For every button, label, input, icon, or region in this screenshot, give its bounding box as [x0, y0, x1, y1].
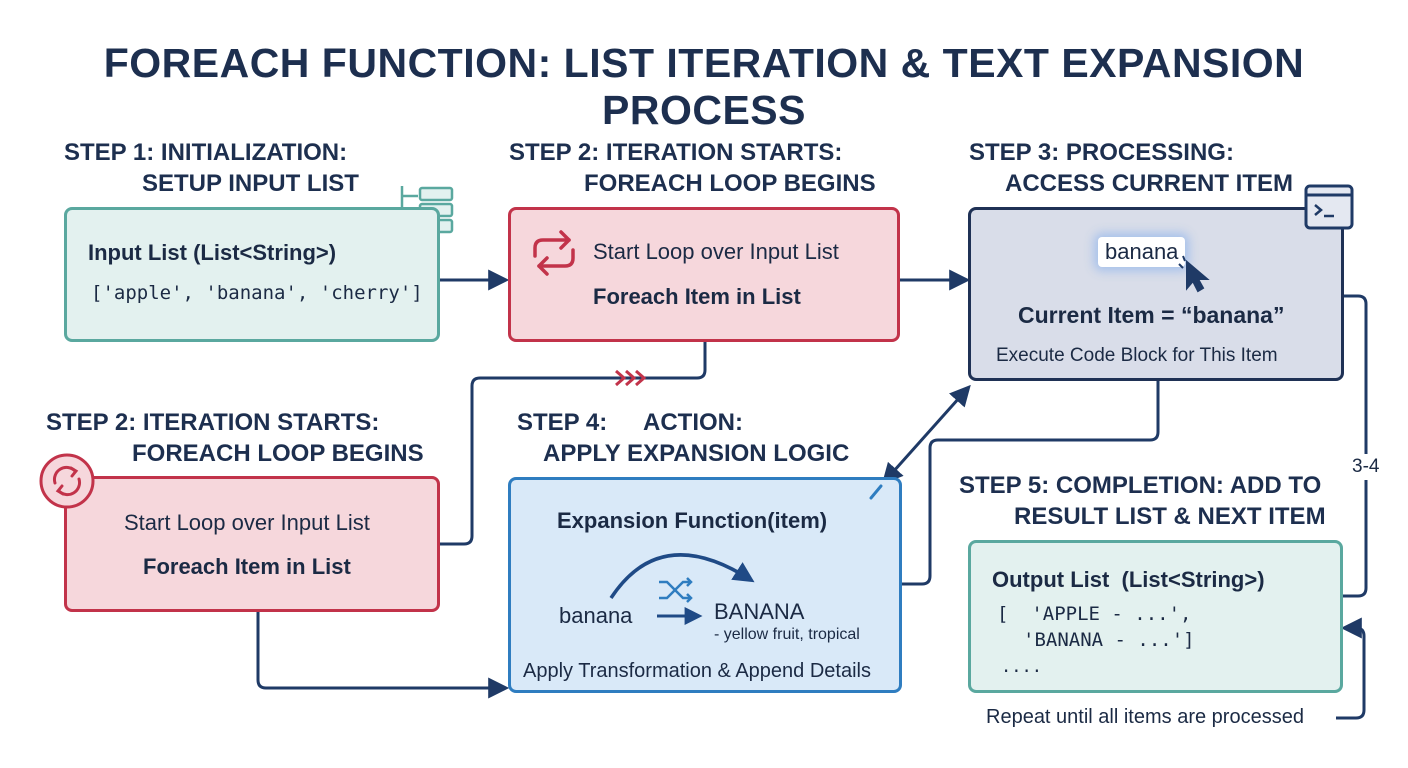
page-title: FOREACH FUNCTION: LIST ITERATION & TEXT … — [103, 40, 1305, 133]
foreach-loop-repeat-line1: Start Loop over Input List — [124, 510, 370, 535]
expansion-output-word: BANANA — [714, 599, 805, 624]
foreach-loop-box: Start Loop over Input List Foreach Item … — [508, 207, 900, 342]
step4-heading-line1b: ACTION: — [643, 409, 743, 436]
current-item-highlight: banana — [1098, 237, 1186, 267]
expansion-output-detail: - yellow fruit, tropical — [714, 626, 860, 643]
arrow-step2repeat-to-step4 — [256, 612, 510, 699]
step5-heading-line1: STEP 5: COMPLETION: ADD TO — [959, 472, 1322, 499]
transform-arrows — [609, 553, 755, 625]
step2-repeat-heading-line2: FOREACH LOOP BEGINS — [132, 440, 424, 467]
step3-heading-line2: ACCESS CURRENT ITEM — [1005, 170, 1294, 197]
step2-heading-line2: FOREACH LOOP BEGINS — [584, 170, 876, 197]
foreach-loop-repeat-line2: Foreach Item in List — [143, 554, 351, 579]
output-list-line2: 'BANANA - ...'] — [1023, 629, 1195, 651]
step1-heading-line2: SETUP INPUT LIST — [142, 170, 359, 197]
output-list-box: Output List (List<String>) [ 'APPLE - ..… — [968, 540, 1343, 693]
step3-heading-line1: STEP 3: PROCESSING: — [969, 139, 1234, 166]
loop-label: 3-4 — [1352, 454, 1380, 480]
connector-step2-down — [440, 342, 707, 546]
output-list-title: Output List (List<String>) — [992, 567, 1265, 592]
current-item-sub: Execute Code Block for This Item — [996, 345, 1278, 366]
input-list-title: Input List (List<String>) — [88, 240, 337, 265]
step1-heading-line1: STEP 1: INITIALIZATION: — [64, 139, 348, 166]
output-list-line1: [ 'APPLE - ...', — [997, 603, 1192, 625]
step4-heading-line1a: STEP 4: — [517, 409, 608, 436]
step4-heading-line2: APPLY EXPANSION LOGIC — [543, 440, 850, 467]
current-item-box: banana Current Item = “banana” Execute C… — [968, 207, 1344, 381]
foreach-loop-line2: Foreach Item in List — [593, 284, 801, 309]
step2-repeat-heading-line1: STEP 2: ITERATION STARTS: — [46, 409, 380, 436]
shuffle-icon — [659, 577, 693, 603]
expansion-footer: Apply Transformation & Append Details — [523, 660, 871, 682]
input-list-value: ['apple', 'banana', 'cherry'] — [91, 282, 423, 304]
arrow-repeat-loop — [1336, 617, 1366, 720]
foreach-loop-line1: Start Loop over Input List — [593, 239, 839, 264]
terminal-icon — [1304, 184, 1354, 230]
cursor-icon — [1178, 255, 1210, 293]
pen-icon — [869, 484, 883, 500]
repeat-note: Repeat until all items are processed — [986, 706, 1304, 728]
step2-heading-line1: STEP 2: ITERATION STARTS: — [509, 139, 843, 166]
step5-heading-line2: RESULT LIST & NEXT ITEM — [1014, 503, 1326, 530]
expansion-function-box: Expansion Function(item) banana BANANA -… — [508, 477, 902, 693]
current-item-title: Current Item = “banana” — [1018, 302, 1285, 328]
loop-arrows-icon — [533, 230, 575, 276]
arrow-step3-step4-diagonal — [881, 384, 971, 485]
input-list-box: Input List (List<String>) ['apple', 'ban… — [64, 207, 440, 342]
expansion-input-word: banana — [559, 603, 633, 628]
double-chevron-icon — [615, 369, 647, 387]
foreach-loop-repeat-box: Start Loop over Input List Foreach Item … — [64, 476, 440, 612]
refresh-icon — [39, 453, 95, 509]
output-list-line3: .... — [1001, 657, 1042, 677]
expansion-function-title: Expansion Function(item) — [557, 508, 828, 533]
connector-loop-3-4 — [1343, 294, 1368, 598]
